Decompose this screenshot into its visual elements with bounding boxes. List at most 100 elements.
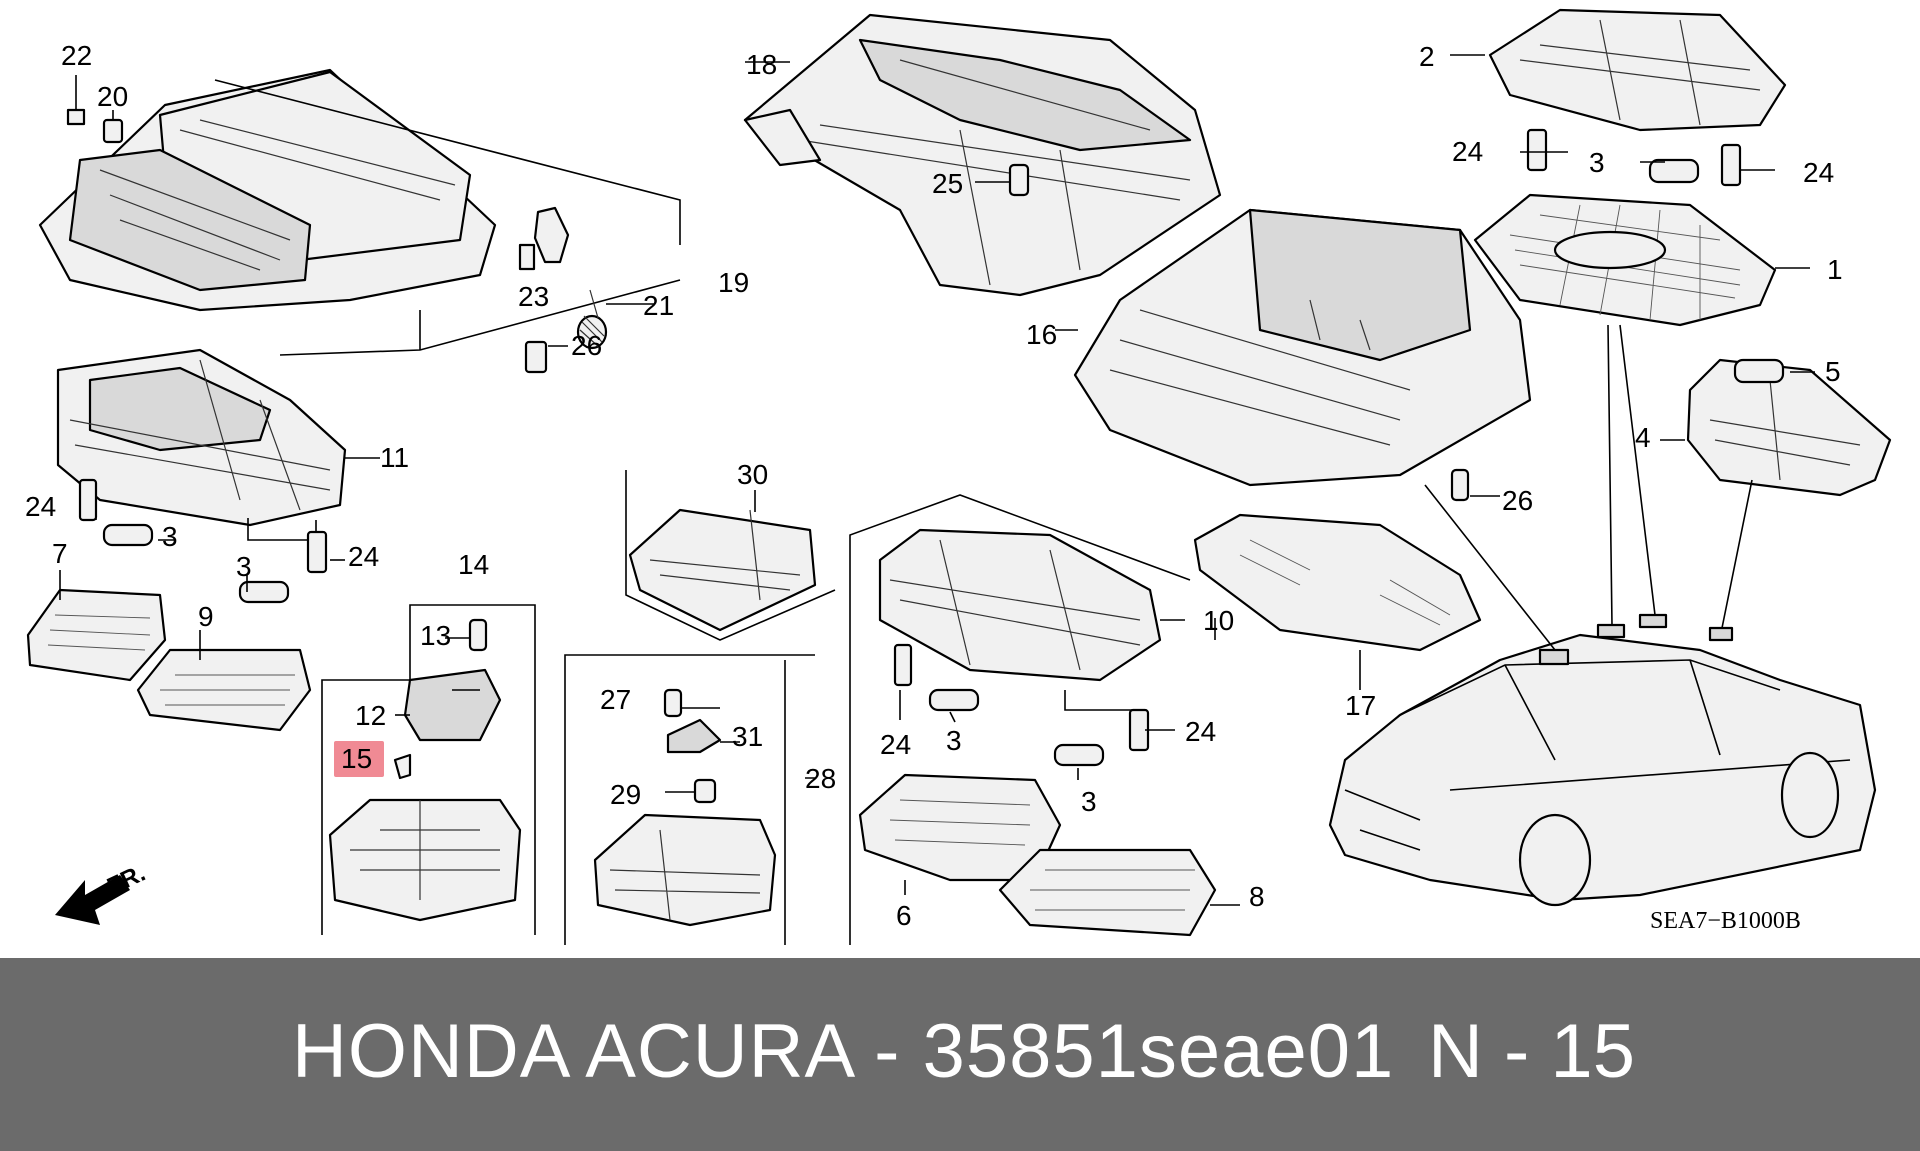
callout-24-left: 24 xyxy=(25,491,56,522)
part-10-housing xyxy=(878,528,1162,682)
car-body xyxy=(1328,633,1877,902)
assembly-28 xyxy=(564,654,815,945)
car-dome-light-location xyxy=(1596,623,1626,639)
part-25-screw xyxy=(1008,163,1030,197)
part-27-screw xyxy=(663,688,683,718)
lens-17 xyxy=(1193,513,1482,690)
part-11-top xyxy=(88,366,272,452)
callout-19: 19 xyxy=(718,267,749,298)
part-24-screw-e xyxy=(1526,128,1548,172)
front-direction-arrow: FR. xyxy=(55,860,150,925)
part-3-bulb-b xyxy=(238,580,290,604)
callout-15: 15 xyxy=(341,743,372,774)
part-12-switch xyxy=(403,668,502,742)
part-3-bulb-e xyxy=(1648,158,1700,184)
part-29-clip xyxy=(693,778,717,804)
highlighted-part-marker xyxy=(334,741,384,777)
car-rear-light-location xyxy=(1708,626,1734,642)
callout-5: 5 xyxy=(1825,356,1841,387)
callout-18: 18 xyxy=(746,49,777,80)
callout-labels: 1 2 3 3 3 3 3 4 5 6 7 8 9 10 11 12 13 14… xyxy=(25,40,1843,934)
fasteners-20-22 xyxy=(66,75,124,144)
part-4-housing xyxy=(1686,358,1892,497)
part-13-screw xyxy=(468,618,488,652)
part-24-screw-b xyxy=(306,530,328,574)
callout-26-right: 26 xyxy=(1502,485,1533,516)
callout-22: 22 xyxy=(61,40,92,71)
part-30-housing xyxy=(628,508,817,632)
footer-banner: HONDA ACURA - 35851seae01 N - 15 xyxy=(0,958,1920,1151)
car-center-light-location xyxy=(1638,613,1668,629)
part-23-pin xyxy=(518,243,536,271)
part-8-lens xyxy=(998,848,1217,937)
part-22-screw xyxy=(66,108,86,126)
part-5-bulb xyxy=(1733,358,1785,384)
part-3-bulb-c xyxy=(928,688,980,712)
part-24-screw-f xyxy=(1720,143,1742,187)
part-24-screw-c xyxy=(893,643,913,687)
callout-3-left-b: 3 xyxy=(236,551,252,582)
car-front-wheel xyxy=(1518,813,1592,907)
part-20-clip xyxy=(102,118,124,144)
callout-3-top: 3 xyxy=(1589,147,1605,178)
callout-23: 23 xyxy=(518,281,549,312)
dome-light-parts-1-2-4-5 xyxy=(1473,8,1892,497)
small-parts-21-23-26 xyxy=(518,206,655,374)
callout-12: 12 xyxy=(355,700,386,731)
part-18-arm xyxy=(743,108,822,167)
part-24-screw-a xyxy=(78,478,98,522)
part-17-lens xyxy=(1193,513,1482,652)
part-23-bracket xyxy=(533,206,570,264)
callout-31: 31 xyxy=(732,721,763,752)
part-title: HONDA ACURA - 35851seae01 xyxy=(292,1009,1395,1094)
exploded-parts-diagram: FR. xyxy=(25,8,1892,945)
callout-26-left: 26 xyxy=(571,330,602,361)
callout-17: 17 xyxy=(1345,690,1376,721)
callout-28: 28 xyxy=(805,763,836,794)
car-rear-wheel xyxy=(1780,751,1840,839)
part-15-clip xyxy=(393,753,412,780)
callout-1: 1 xyxy=(1827,254,1843,285)
console-assembly-19 xyxy=(38,68,681,356)
part-26-screw-a xyxy=(524,340,548,374)
bracket-18 xyxy=(743,13,1222,297)
diagram-code: SEA7−B1000B xyxy=(1650,908,1801,934)
callout-6: 6 xyxy=(896,900,912,931)
callout-11: 11 xyxy=(380,442,409,473)
part-1-opening xyxy=(1553,230,1667,270)
callout-9: 9 xyxy=(198,601,214,632)
callout-24-left-b: 24 xyxy=(348,541,379,572)
leader-lines xyxy=(59,54,1815,906)
callout-8: 8 xyxy=(1249,881,1265,912)
housing-30 xyxy=(625,470,836,641)
map-light-unit-11 xyxy=(56,348,380,604)
part-28-housing xyxy=(593,813,777,927)
part-3-bulb-d xyxy=(1053,743,1105,767)
part-3-bulb-a xyxy=(102,523,154,547)
callout-2: 2 xyxy=(1419,41,1435,72)
callout-24-top-left: 24 xyxy=(1452,136,1483,167)
callout-7: 7 xyxy=(52,538,68,569)
callout-27: 27 xyxy=(600,684,631,715)
part-31-connector xyxy=(666,718,722,754)
part-2-base xyxy=(1488,8,1787,132)
callout-16: 16 xyxy=(1026,319,1057,350)
callout-21: 21 xyxy=(643,290,674,321)
callout-25: 25 xyxy=(932,168,963,199)
part-16-upper xyxy=(1248,208,1472,362)
callout-20: 20 xyxy=(97,81,128,112)
arrow-shape xyxy=(55,875,130,925)
callout-24-top-right: 24 xyxy=(1803,157,1834,188)
part-26-screw-b xyxy=(1450,468,1470,502)
callout-24-center: 24 xyxy=(880,729,911,760)
callout-13: 13 xyxy=(420,620,451,651)
callout-3-center-b: 3 xyxy=(1081,786,1097,817)
callout-24-center-b: 24 xyxy=(1185,716,1216,747)
lenses-7-9 xyxy=(26,588,312,732)
callout-30: 30 xyxy=(737,459,768,490)
callout-29: 29 xyxy=(610,779,641,810)
car-illustration xyxy=(1328,324,1877,907)
part-14-housing xyxy=(328,798,522,922)
housing-16 xyxy=(1073,208,1532,502)
